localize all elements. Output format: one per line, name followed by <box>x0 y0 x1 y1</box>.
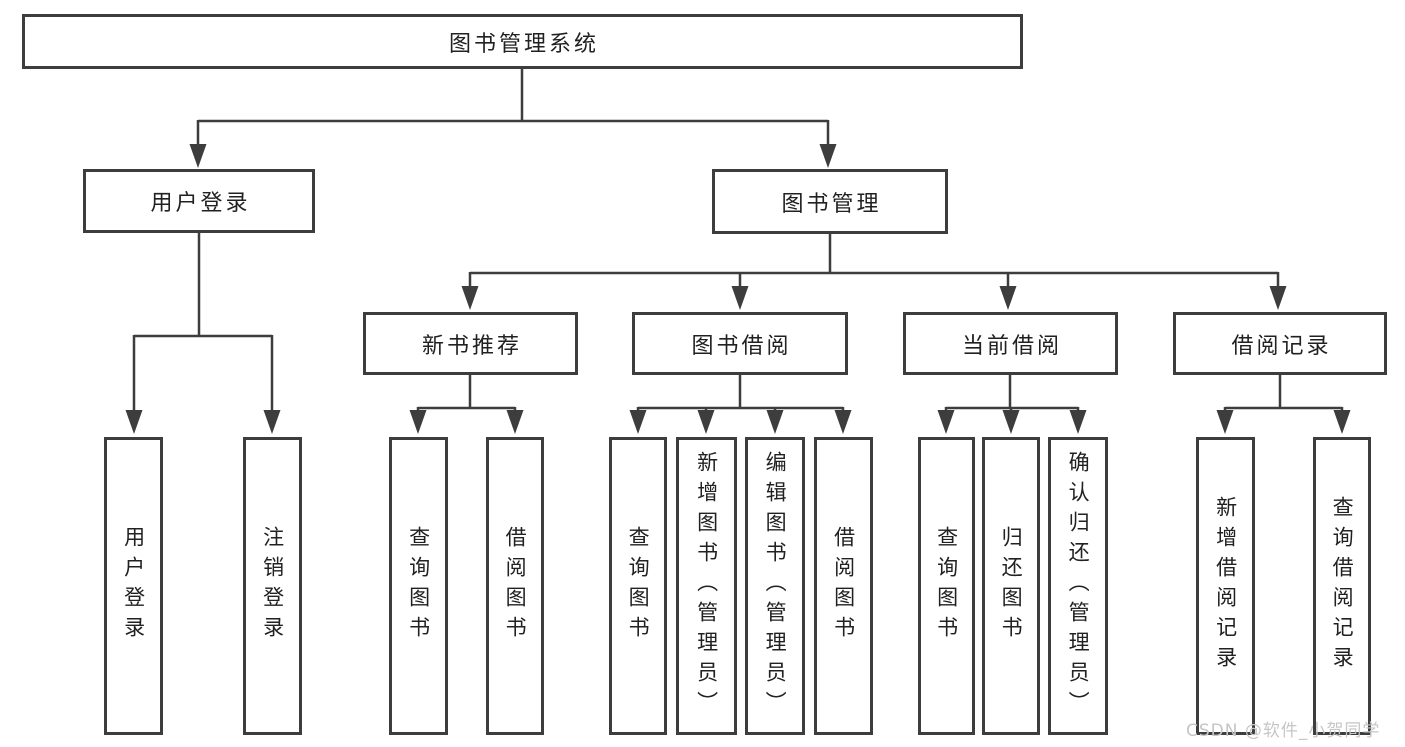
leaf-logout-label: 注销登录 <box>260 526 285 646</box>
node-new-book-recommend: 新书推荐 <box>363 312 578 375</box>
leaf-query-books-borrowing: 查询图书 <box>609 437 667 735</box>
leaf-query-borrow-record: 查询借阅记录 <box>1313 437 1371 735</box>
leaf-query-borrow-record-label: 查询借阅记录 <box>1330 496 1355 676</box>
leaf-query-books-recommend-label: 查询图书 <box>406 526 431 646</box>
node-borrowing-records-label: 借阅记录 <box>1231 333 1332 359</box>
leaf-query-books-borrowing-label: 查询图书 <box>626 526 651 646</box>
watermark-text: CSDN @软件_小贺同学 <box>1186 721 1381 741</box>
leaf-add-book-admin-label: 新增图书（管理员） <box>694 451 719 721</box>
node-book-borrowing-label: 图书借阅 <box>691 333 792 359</box>
leaf-edit-book-admin-label: 编辑图书（管理员） <box>763 451 788 721</box>
node-book-management-label: 图书管理 <box>781 191 882 217</box>
leaf-confirm-return-admin-label: 确认归还（管理员） <box>1066 451 1091 721</box>
leaf-add-borrow-record-label: 新增借阅记录 <box>1213 496 1238 676</box>
leaf-return-books-label: 归还图书 <box>999 526 1024 646</box>
leaf-add-borrow-record: 新增借阅记录 <box>1196 437 1255 735</box>
leaf-borrow-books-borrowing-label: 借阅图书 <box>831 526 856 646</box>
leaf-user-login-label: 用户登录 <box>121 526 146 646</box>
node-book-borrowing: 图书借阅 <box>632 312 848 375</box>
node-new-book-recommend-label: 新书推荐 <box>421 333 522 359</box>
leaf-query-books-current: 查询图书 <box>918 437 975 735</box>
node-borrowing-records: 借阅记录 <box>1173 312 1387 375</box>
leaf-borrow-books-borrowing: 借阅图书 <box>814 437 873 735</box>
leaf-borrow-books-recommend-label: 借阅图书 <box>503 526 528 646</box>
node-user-login: 用户登录 <box>83 169 315 233</box>
node-user-login-label: 用户登录 <box>150 191 251 216</box>
leaf-borrow-books-recommend: 借阅图书 <box>486 437 544 735</box>
node-library-system: 图书管理系统 <box>22 14 1023 69</box>
leaf-query-books-recommend: 查询图书 <box>389 437 448 735</box>
node-current-borrowing: 当前借阅 <box>903 312 1118 375</box>
arrowheads <box>125 144 1351 434</box>
node-current-borrowing-label: 当前借阅 <box>961 333 1062 359</box>
leaf-confirm-return-admin: 确认归还（管理员） <box>1048 437 1108 735</box>
leaf-edit-book-admin: 编辑图书（管理员） <box>745 437 805 735</box>
leaf-add-book-admin: 新增图书（管理员） <box>676 437 737 735</box>
node-book-management: 图书管理 <box>712 169 948 234</box>
leaf-return-books: 归还图书 <box>982 437 1040 735</box>
leaf-user-login: 用户登录 <box>104 437 163 735</box>
leaf-query-books-current-label: 查询图书 <box>934 526 959 646</box>
node-library-system-label: 图书管理系统 <box>448 31 599 57</box>
leaf-logout: 注销登录 <box>243 437 302 735</box>
